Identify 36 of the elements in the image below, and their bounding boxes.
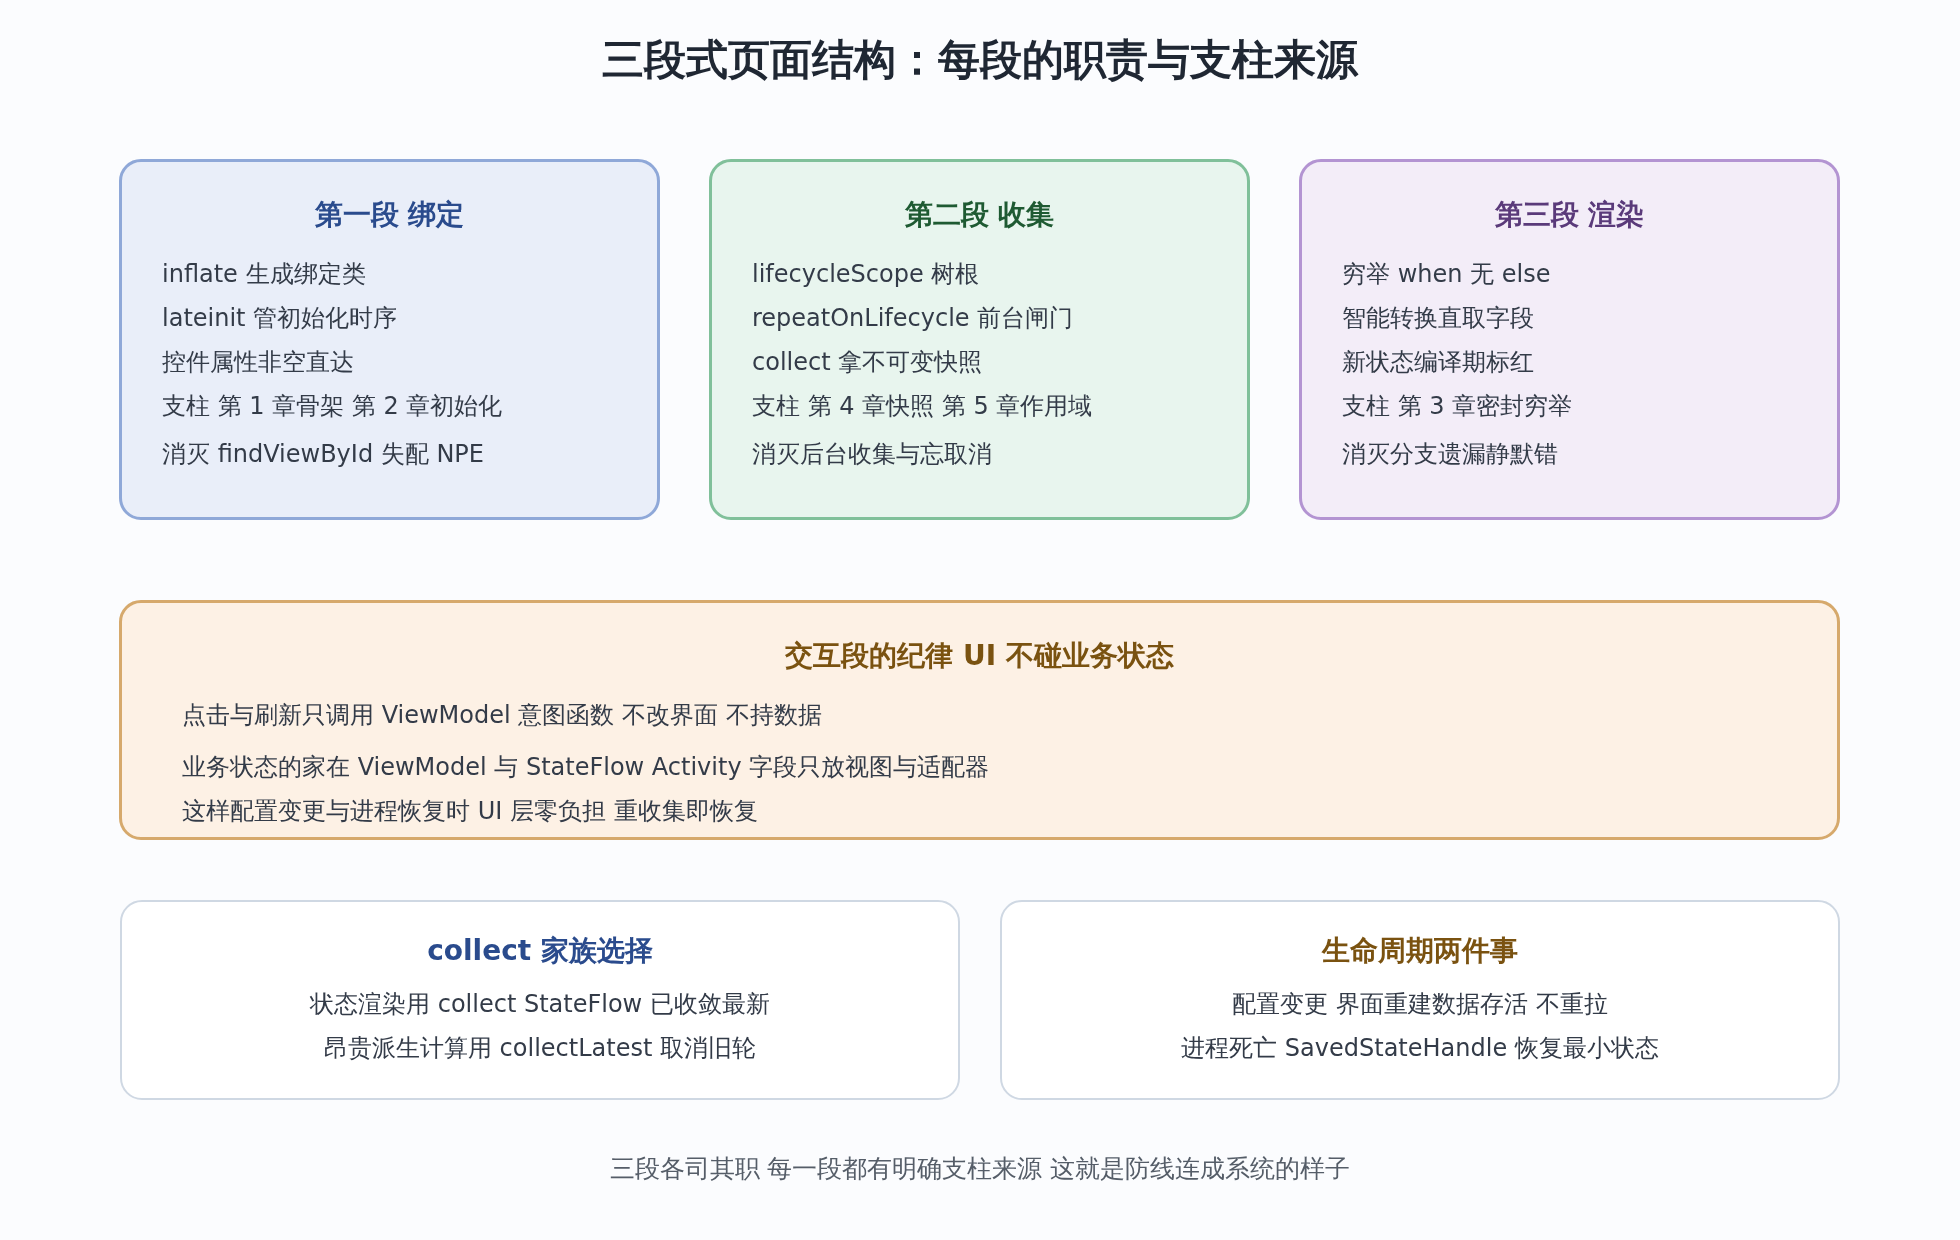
bullet-text: 消灭分支遗漏静默错 xyxy=(1342,439,1558,470)
caption: 三段各司其职 每一段都有明确支柱来源 这就是防线连成系统的样子 xyxy=(608,1153,1352,1185)
bullet-text: repeatOnLifecycle 前台闸门 xyxy=(752,303,1074,334)
bullet-text: collect 拿不可变快照 xyxy=(752,347,983,378)
card xyxy=(1000,900,1840,1100)
bullet-text: 昂贵派生计算用 collectLatest 取消旧轮 xyxy=(323,1033,757,1064)
card xyxy=(120,900,960,1100)
bullet-text: inflate 生成绑定类 xyxy=(162,259,366,290)
bullet-text: 消灭 findViewById 失配 NPE xyxy=(162,439,484,470)
bullet-text: 智能转换直取字段 xyxy=(1342,303,1534,334)
bullet-text: 支柱 第 1 章骨架 第 2 章初始化 xyxy=(162,391,503,422)
bullet-text: 状态渲染用 collect StateFlow 已收敛最新 xyxy=(309,989,771,1020)
bullet-text: 点击与刷新只调用 ViewModel 意图函数 不改界面 不持数据 xyxy=(182,700,822,731)
card xyxy=(1299,159,1840,520)
rule-panel xyxy=(119,600,1840,840)
card-heading: 交互段的纪律 UI 不碰业务状态 xyxy=(784,638,1175,674)
bullet-text: 这样配置变更与进程恢复时 UI 层零负担 重收集即恢复 xyxy=(182,796,758,827)
card xyxy=(709,159,1250,520)
bullet-text: 业务状态的家在 ViewModel 与 StateFlow Activity 字段只放视图与适配器 xyxy=(182,752,990,783)
bullet-text: 穷举 when 无 else xyxy=(1342,259,1551,290)
bullet-text: lateinit 管初始化时序 xyxy=(162,303,398,334)
title: 三段式页面结构：每段的职责与支柱来源 xyxy=(601,34,1360,86)
card-heading: 第一段 绑定 xyxy=(313,197,466,233)
bullet-text: 新状态编译期标红 xyxy=(1342,347,1534,378)
bullet-text: 控件属性非空直达 xyxy=(162,347,354,378)
card-heading: 第二段 收集 xyxy=(903,197,1056,233)
card-heading: collect 家族选择 xyxy=(426,933,654,969)
bullet-text: 消灭后台收集与忘取消 xyxy=(752,439,992,470)
bullet-text: 配置变更 界面重建数据存活 不重拉 xyxy=(1231,989,1609,1020)
bullet-text: lifecycleScope 树根 xyxy=(752,259,980,290)
card xyxy=(119,159,660,520)
card-heading: 生命周期两件事 xyxy=(1320,933,1519,969)
bullet-text: 支柱 第 3 章密封穷举 xyxy=(1342,391,1573,422)
bullet-text: 进程死亡 SavedStateHandle 恢复最小状态 xyxy=(1180,1033,1660,1064)
bullet-text: 支柱 第 4 章快照 第 5 章作用域 xyxy=(752,391,1093,422)
card-heading: 第三段 渲染 xyxy=(1493,197,1646,233)
